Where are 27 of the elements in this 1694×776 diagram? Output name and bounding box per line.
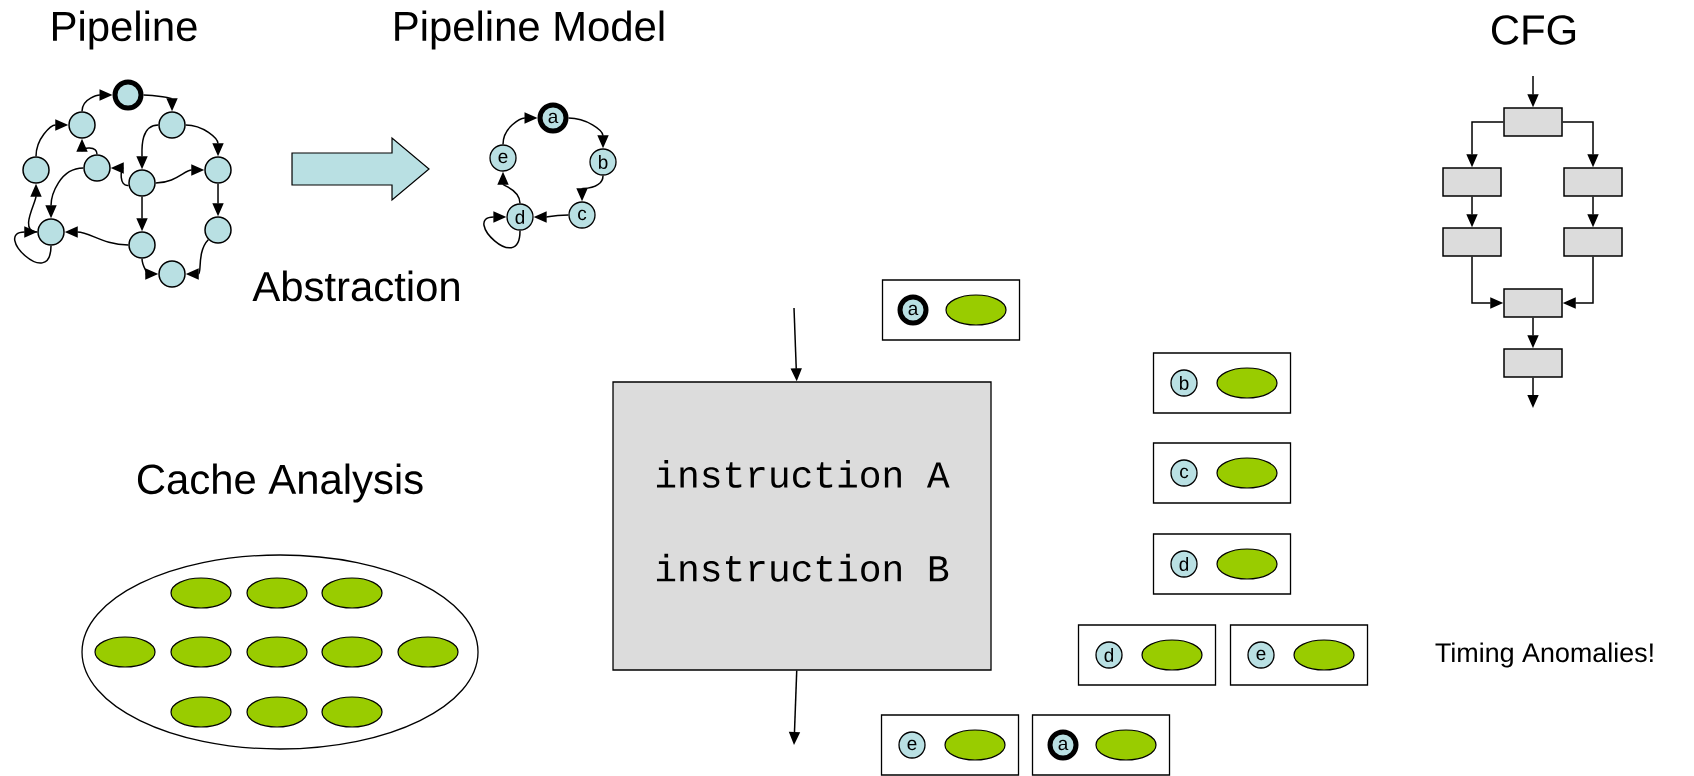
heading: Pipeline (53, 10, 197, 50)
heading: Timing Anomalies! (1435, 642, 1653, 668)
heading: CFG (1491, 15, 1576, 45)
state-circle (112, 79, 144, 111)
state-circle (22, 156, 50, 184)
block-box (1503, 348, 1563, 378)
state-circle (158, 260, 186, 288)
arrow (14, 226, 52, 264)
node-label: Cache Analysis (137, 463, 423, 503)
state-circle (37, 218, 65, 246)
block-box (1442, 167, 1502, 197)
block-box (1442, 227, 1502, 257)
heading: Abstraction (252, 270, 459, 302)
state-circle (68, 111, 96, 139)
arrow (483, 211, 521, 249)
state-circle (204, 216, 232, 244)
block-box (1563, 227, 1623, 257)
block-box (1503, 107, 1563, 137)
state-circle (158, 111, 186, 139)
state-circle (128, 231, 156, 259)
instruction-box: instruction A instruction B (612, 381, 992, 671)
block-box (1503, 288, 1563, 318)
block-box (1563, 167, 1623, 197)
state-circle (204, 156, 232, 184)
state-circle (128, 169, 156, 197)
heading: Pipeline Model (395, 10, 664, 50)
state-circle (83, 154, 111, 182)
